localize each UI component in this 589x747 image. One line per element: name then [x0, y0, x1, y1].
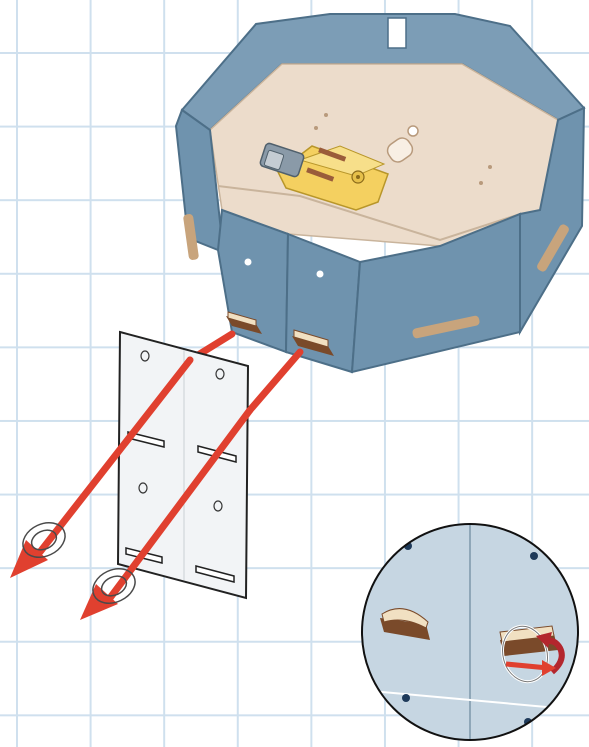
- back-wall-slot: [387, 17, 407, 49]
- removal-arrow-left: [10, 356, 194, 578]
- mounting-tab-right: [292, 329, 334, 356]
- enclosure-box: [174, 13, 586, 374]
- removal-arrow-right: [80, 406, 254, 620]
- battery-holder: [259, 142, 305, 178]
- mounting-plate: [116, 330, 250, 600]
- rubber-band-right: [92, 568, 136, 604]
- enclosure-wall-right: [519, 106, 586, 336]
- rubber-band-left: [22, 522, 66, 558]
- detail-magnifier: [361, 523, 579, 741]
- circuit-board: [277, 145, 389, 211]
- mounting-tab-left: [226, 311, 262, 334]
